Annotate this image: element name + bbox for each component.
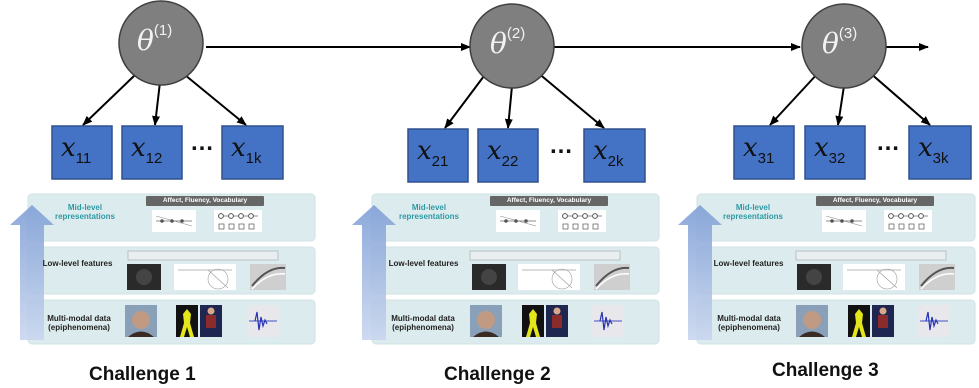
x-label-1k: x1k [231,133,262,167]
x-label-12: x12 [131,133,162,167]
multimodal-thumbnails-3 [796,305,950,337]
x-index: 1k [245,150,262,167]
x-symbol: x [814,133,829,163]
edge-theta3-x3k [868,71,931,126]
x-label-31: x31 [743,133,774,167]
edge-theta1-x11 [82,74,136,126]
low-feature-thumbnails-1 [127,264,286,290]
mid-graph-thumbnails-2 [496,210,606,232]
x-symbol: x [593,136,608,166]
mid-level-label-2: Mid-level representations [398,203,460,221]
theta-node-2 [469,3,555,89]
low-feature-thumbnails-3 [797,264,955,290]
x-index: 3k [932,150,949,167]
theta-label-1: θ(1) [137,22,173,57]
mid-graph-thumbnails-3 [822,210,932,232]
x-index: 11 [75,150,92,167]
x-label-11: x11 [61,133,91,167]
low-level-label-3: Low-level features [713,259,784,268]
low-level-label-1: Low-level features [42,259,113,268]
low-feature-band-2 [469,250,621,261]
theta-index-3: (3) [838,25,858,42]
x-label-32: x32 [814,133,845,167]
x-node-31 [733,125,795,180]
x-node-22 [477,128,539,183]
mid-band-3: Affect, Fluency, Vocabulary [816,196,934,206]
upward-arrow-3 [678,205,722,340]
ellipsis-3: … [876,129,901,156]
x-symbol: x [61,133,76,163]
challenge-title-2: Challenge 2 [444,364,551,385]
mid-level-label-1: Mid-level representations [54,203,116,221]
x-symbol: x [417,136,432,166]
x-index: 32 [828,150,846,167]
x-label-21: x21 [417,136,448,170]
x-symbol: x [918,133,933,163]
x-node-11 [51,125,113,180]
upward-arrow-1 [10,205,54,340]
data-label-3: Multi-modal data (epiphenomena) [717,314,781,332]
ellipsis-2: … [549,132,574,159]
low-feature-thumbnails-2 [472,264,630,290]
x-index: 22 [501,153,519,170]
theta-label-2: θ(2) [490,25,526,60]
low-feature-band-3 [795,250,947,261]
x-label-22: x22 [487,136,518,170]
x-node-32 [804,125,866,180]
theta-node-3 [801,3,887,89]
theta-index-1: (1) [153,22,173,39]
edge-theta2-x22 [504,85,513,129]
theta-node-1 [118,0,204,86]
x-index: 21 [431,153,449,170]
theta-index-2: (2) [506,25,526,42]
challenge-title-1: Challenge 1 [89,364,196,385]
x-symbol: x [487,136,502,166]
challenge-title-3: Challenge 3 [772,360,879,381]
x-node-12 [121,125,183,180]
x-index: 2k [607,153,624,170]
edge-theta2-x2k [536,71,605,129]
multimodal-thumbnails-2 [470,305,624,337]
ellipsis-1: … [190,129,215,156]
x-node-3k [908,125,972,180]
theta-symbol-1: θ [137,24,154,57]
x-symbol: x [743,133,758,163]
x-index: 31 [757,150,775,167]
x-index: 12 [145,150,163,167]
edge-theta3-x32 [835,85,845,126]
theta-symbol-2: θ [490,27,507,60]
x-node-21 [407,128,469,183]
mid-band-2: Affect, Fluency, Vocabulary [490,196,608,206]
data-label-2: Multi-modal data (epiphenomena) [391,314,455,332]
low-level-label-2: Low-level features [388,259,459,268]
mid-graph-thumbnails-1 [152,210,262,232]
x-symbol: x [231,133,246,163]
edge-theta1-x12 [152,81,161,126]
low-feature-band-1 [127,250,279,261]
multimodal-thumbnails-1 [125,305,279,337]
data-label-1: Multi-modal data (epiphenomena) [47,314,111,332]
edge-theta3-x31 [769,71,820,126]
edge-theta2-x21 [444,71,488,129]
x-node-2k [583,128,646,183]
mid-band-1: Affect, Fluency, Vocabulary [146,196,264,206]
x-node-1k [221,125,284,180]
theta-symbol-3: θ [822,27,839,60]
theta-label-3: θ(3) [822,25,858,60]
mid-level-label-3: Mid-level representations [722,203,784,221]
x-label-3k: x3k [918,133,949,167]
x-symbol: x [131,133,146,163]
upward-arrow-2 [352,205,396,340]
x-label-2k: x2k [593,136,624,170]
edge-theta1-x1k [184,74,247,126]
